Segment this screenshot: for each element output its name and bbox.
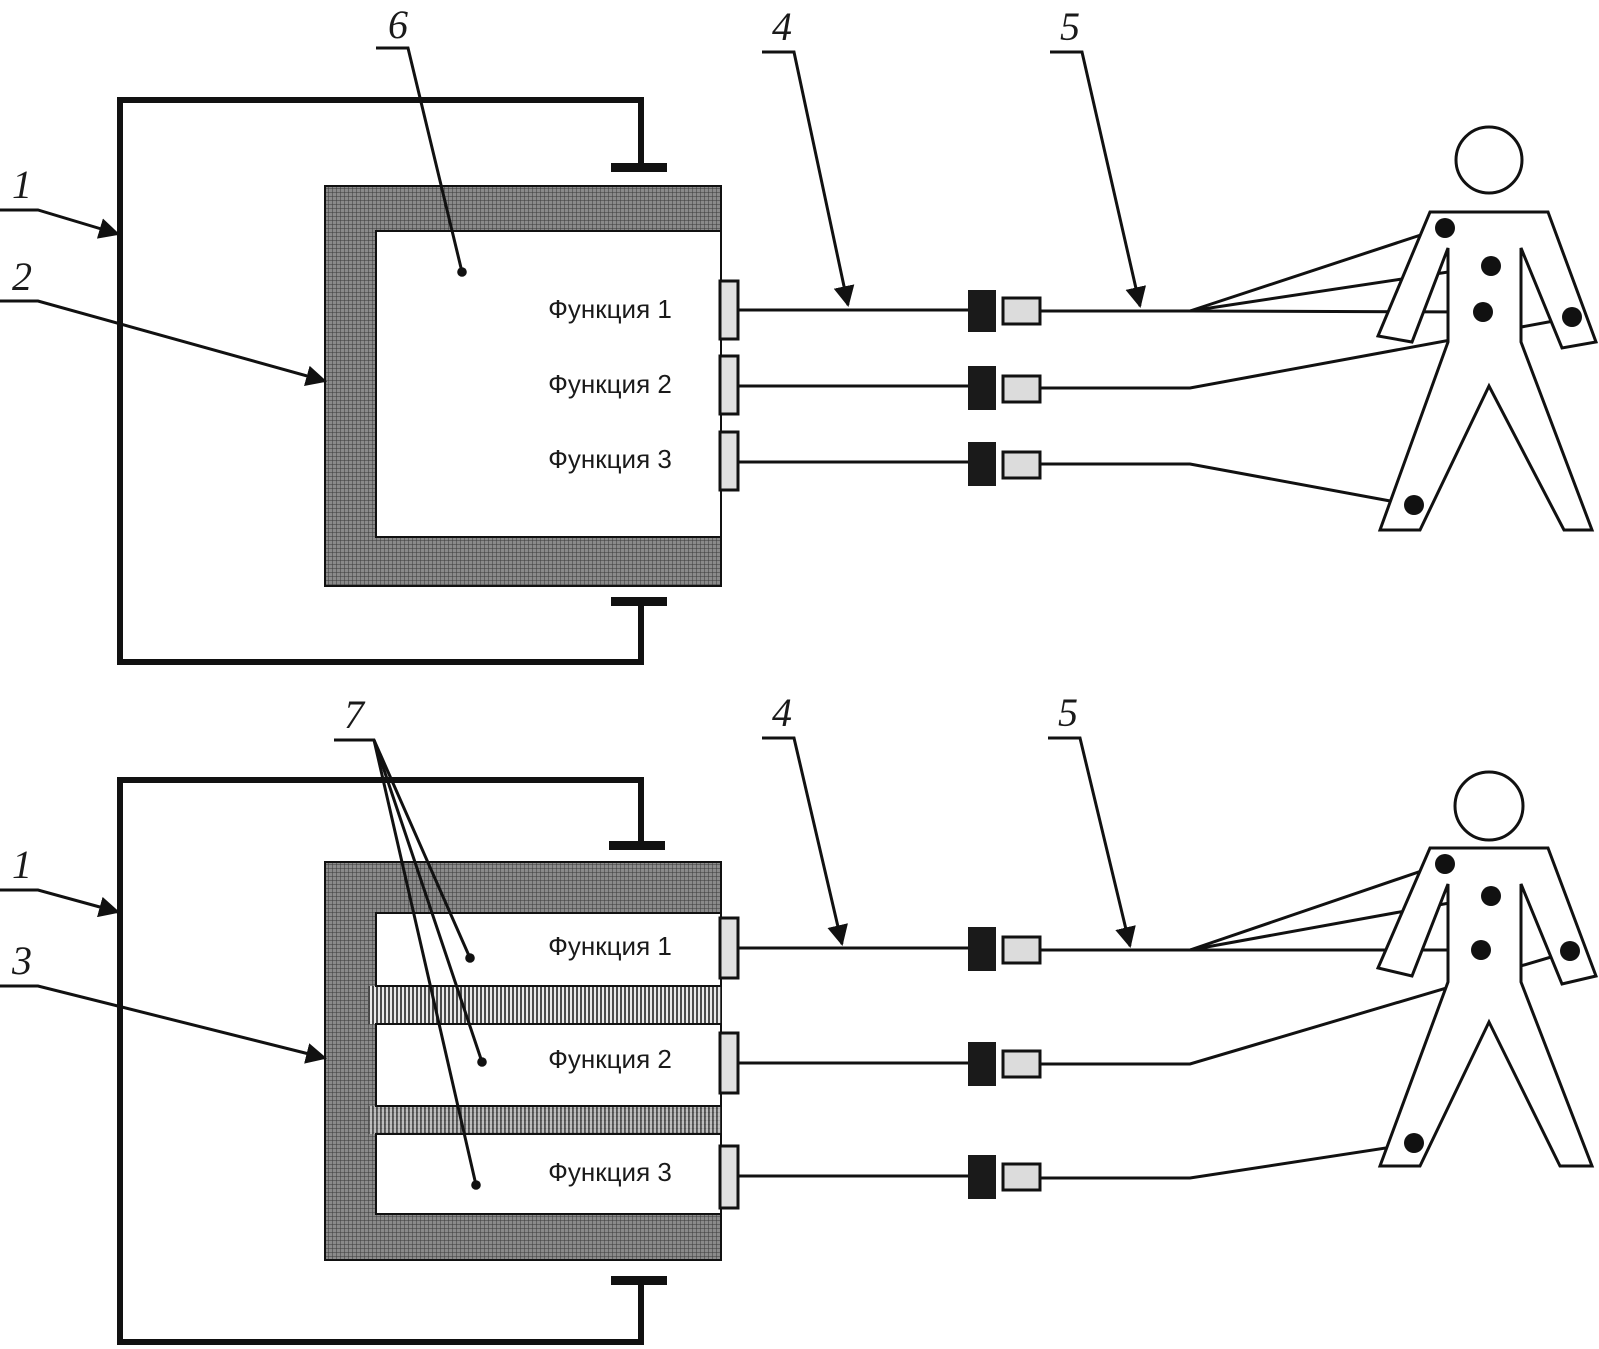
callout-number: 4 [772, 4, 792, 49]
compartment-1 [375, 912, 722, 987]
connector-socket-2 [1001, 1049, 1042, 1079]
lead-1c [1189, 309, 1481, 314]
outer-frame [117, 777, 644, 1345]
callout-shield: 3 [0, 938, 328, 1064]
lead-1b [1189, 894, 1489, 952]
callout-arrow [1050, 50, 1147, 309]
callout-number: 1 [12, 162, 32, 207]
partition-lower [368, 1106, 721, 1134]
callout-arrow [0, 299, 328, 387]
frame-terminal-top [611, 163, 667, 172]
callout-arrow [1048, 736, 1136, 949]
connector-plug-2 [968, 1042, 996, 1086]
callout-arrow [0, 888, 121, 918]
lead-2 [1040, 950, 1569, 1066]
frame-terminal-bottom [611, 1276, 667, 1285]
callout-number: 5 [1060, 4, 1080, 49]
electrode-chest-right [1481, 886, 1501, 906]
compartment-2 [375, 1023, 722, 1107]
electrode-chest-left [1435, 218, 1455, 238]
connector-plug-1 [968, 927, 996, 971]
function-label-2: Функция 2 [548, 1044, 672, 1074]
electrode-chest-right [1481, 256, 1501, 276]
callout-number: 7 [344, 692, 366, 737]
output-port-3 [718, 1144, 740, 1210]
callout-cable: 4 [762, 4, 855, 308]
callout-shield: 2 [0, 254, 328, 387]
callout-number: 3 [11, 938, 32, 983]
callout-arrow [0, 208, 121, 239]
callout-arrow-3 [372, 739, 481, 1190]
partition-striped [368, 986, 721, 1024]
diagram-top: Функция 1 Функция 2 Функция 3 [0, 2, 1599, 665]
connector-socket-1 [1001, 935, 1042, 965]
output-port-1 [718, 916, 740, 980]
callout-number: 4 [772, 690, 792, 735]
electrode-wrist [1562, 307, 1582, 327]
lead-2 [1040, 316, 1571, 390]
head [1453, 770, 1525, 842]
inner-cavity [375, 230, 722, 538]
torso-outline [1375, 210, 1599, 532]
function-label-3: Функция 3 [548, 444, 672, 474]
callout-frame: 1 [0, 842, 121, 918]
connector-socket-2 [1001, 374, 1042, 404]
lead-3 [1040, 462, 1413, 507]
outer-frame [117, 97, 644, 665]
lead-1a [1189, 862, 1443, 952]
diagram-bottom: Функция 1 Функция 2 Функция 3 [0, 690, 1599, 1345]
connector-socket-3 [1001, 450, 1042, 480]
electrode-abdomen [1471, 940, 1491, 960]
electrode-chest-left [1435, 854, 1455, 874]
connector-plug-3 [968, 1155, 996, 1199]
compartment-3 [375, 1133, 722, 1215]
callout-compartments: 7 [334, 692, 487, 1190]
callout-cavity: 6 [376, 2, 467, 277]
callout-arrow [376, 46, 467, 277]
human-figure [1375, 125, 1599, 532]
human-figure [1375, 770, 1599, 1168]
callout-frame: 1 [0, 162, 121, 239]
output-port-1 [718, 279, 740, 341]
connector-plug-3 [968, 442, 996, 486]
connector-plug-1 [968, 290, 996, 332]
function-label-3: Функция 3 [548, 1157, 672, 1187]
function-label-2: Функция 2 [548, 369, 672, 399]
output-port-3 [718, 430, 740, 492]
callout-number: 1 [12, 842, 32, 887]
function-label-1: Функция 1 [548, 294, 672, 324]
connector-socket-3 [1001, 1162, 1042, 1192]
callout-number: 5 [1058, 690, 1078, 735]
callout-leads: 5 [1050, 4, 1147, 309]
head [1454, 125, 1524, 195]
function-label-1: Функция 1 [548, 931, 672, 961]
electrode-leg [1404, 495, 1424, 515]
callout-arrow-2 [372, 739, 487, 1067]
electrode-wrist [1560, 941, 1580, 961]
callout-number: 2 [12, 254, 32, 299]
frame-terminal-bottom [611, 597, 667, 606]
connector-plug-2 [968, 366, 996, 410]
callout-arrow [762, 50, 855, 308]
lead-1a [1189, 226, 1443, 313]
frame-terminal-top [609, 841, 665, 850]
callout-arrow [762, 736, 848, 947]
output-port-2 [718, 354, 740, 416]
electrode-abdomen [1473, 302, 1493, 322]
callout-arrow [0, 984, 328, 1064]
lead-3 [1040, 1142, 1413, 1180]
torso-outline [1375, 846, 1599, 1168]
callout-leads: 5 [1048, 690, 1136, 949]
output-port-2 [718, 1031, 740, 1095]
lead-1b [1189, 264, 1489, 313]
connector-socket-1 [1001, 296, 1042, 326]
callout-cable: 4 [762, 690, 848, 947]
electrode-leg [1404, 1133, 1424, 1153]
callout-number: 6 [388, 2, 408, 47]
